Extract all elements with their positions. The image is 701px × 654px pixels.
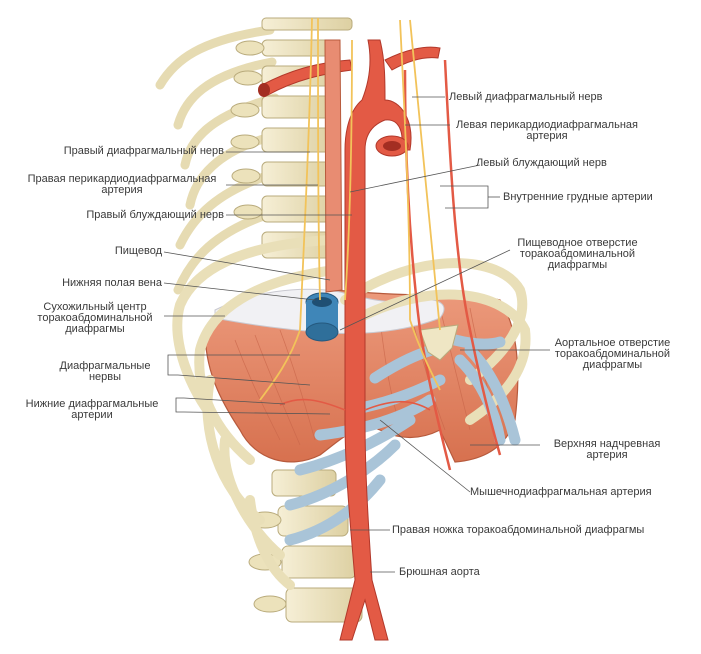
- label-right-diaphragmatic-nerve: Правый диафрагмальный нерв: [63, 145, 224, 157]
- label-inferior-vena-cava: Нижняя полая вена: [62, 277, 162, 289]
- label-left-vagus-nerve: Левый блуждающий нерв: [476, 157, 607, 169]
- inferior-vena-cava-shape: [305, 292, 339, 342]
- nerves: [259, 17, 441, 401]
- label-right-vagus-nerve: Правый блуждающий нерв: [86, 209, 224, 221]
- label-internal-thoracic-arteries: Внутренние грудные артерии: [503, 191, 653, 203]
- anterior-ribs: [172, 235, 531, 590]
- xiphoid: [419, 324, 459, 361]
- label-superior-epigastric-artery: Верхняя надчревная артерия: [553, 438, 661, 461]
- label-diaphragmatic-nerves: Диафрагмальные нервы: [59, 360, 151, 383]
- label-right-pericardiophrenic-artery: Правая перикардиодиафрагмальная артерия: [27, 173, 217, 196]
- label-aortic-hiatus: Аортальное отверстие торакоабдоминальной…: [554, 337, 671, 371]
- inferior-phrenic-arteries-shape: [279, 398, 431, 411]
- leader-lines: [163, 96, 550, 573]
- label-musculophrenic-artery: Мышечнодиафрагмальная артерия: [470, 486, 652, 498]
- label-abdominal-aorta: Брюшная аорта: [399, 566, 480, 578]
- label-right-crus: Правая ножка торакоабдоминальной диафраг…: [392, 524, 645, 536]
- label-esophagus: Пищевод: [114, 245, 162, 257]
- label-left-diaphragmatic-nerve: Левый диафрагмальный нерв: [449, 91, 603, 103]
- label-inferior-phrenic-arteries: Нижние диафрагмальные артерии: [25, 398, 159, 421]
- esophagus-shape: [324, 39, 343, 293]
- label-left-pericardiophrenic-artery: Левая перикардиодиафрагмальная артерия: [456, 119, 638, 142]
- vertebral-column: [230, 17, 363, 623]
- label-esophageal-hiatus: Пищеводное отверстие торакоабдоминальной…: [517, 237, 638, 271]
- label-central-tendon: Сухожильный центр торакоабдоминальной ди…: [37, 301, 153, 335]
